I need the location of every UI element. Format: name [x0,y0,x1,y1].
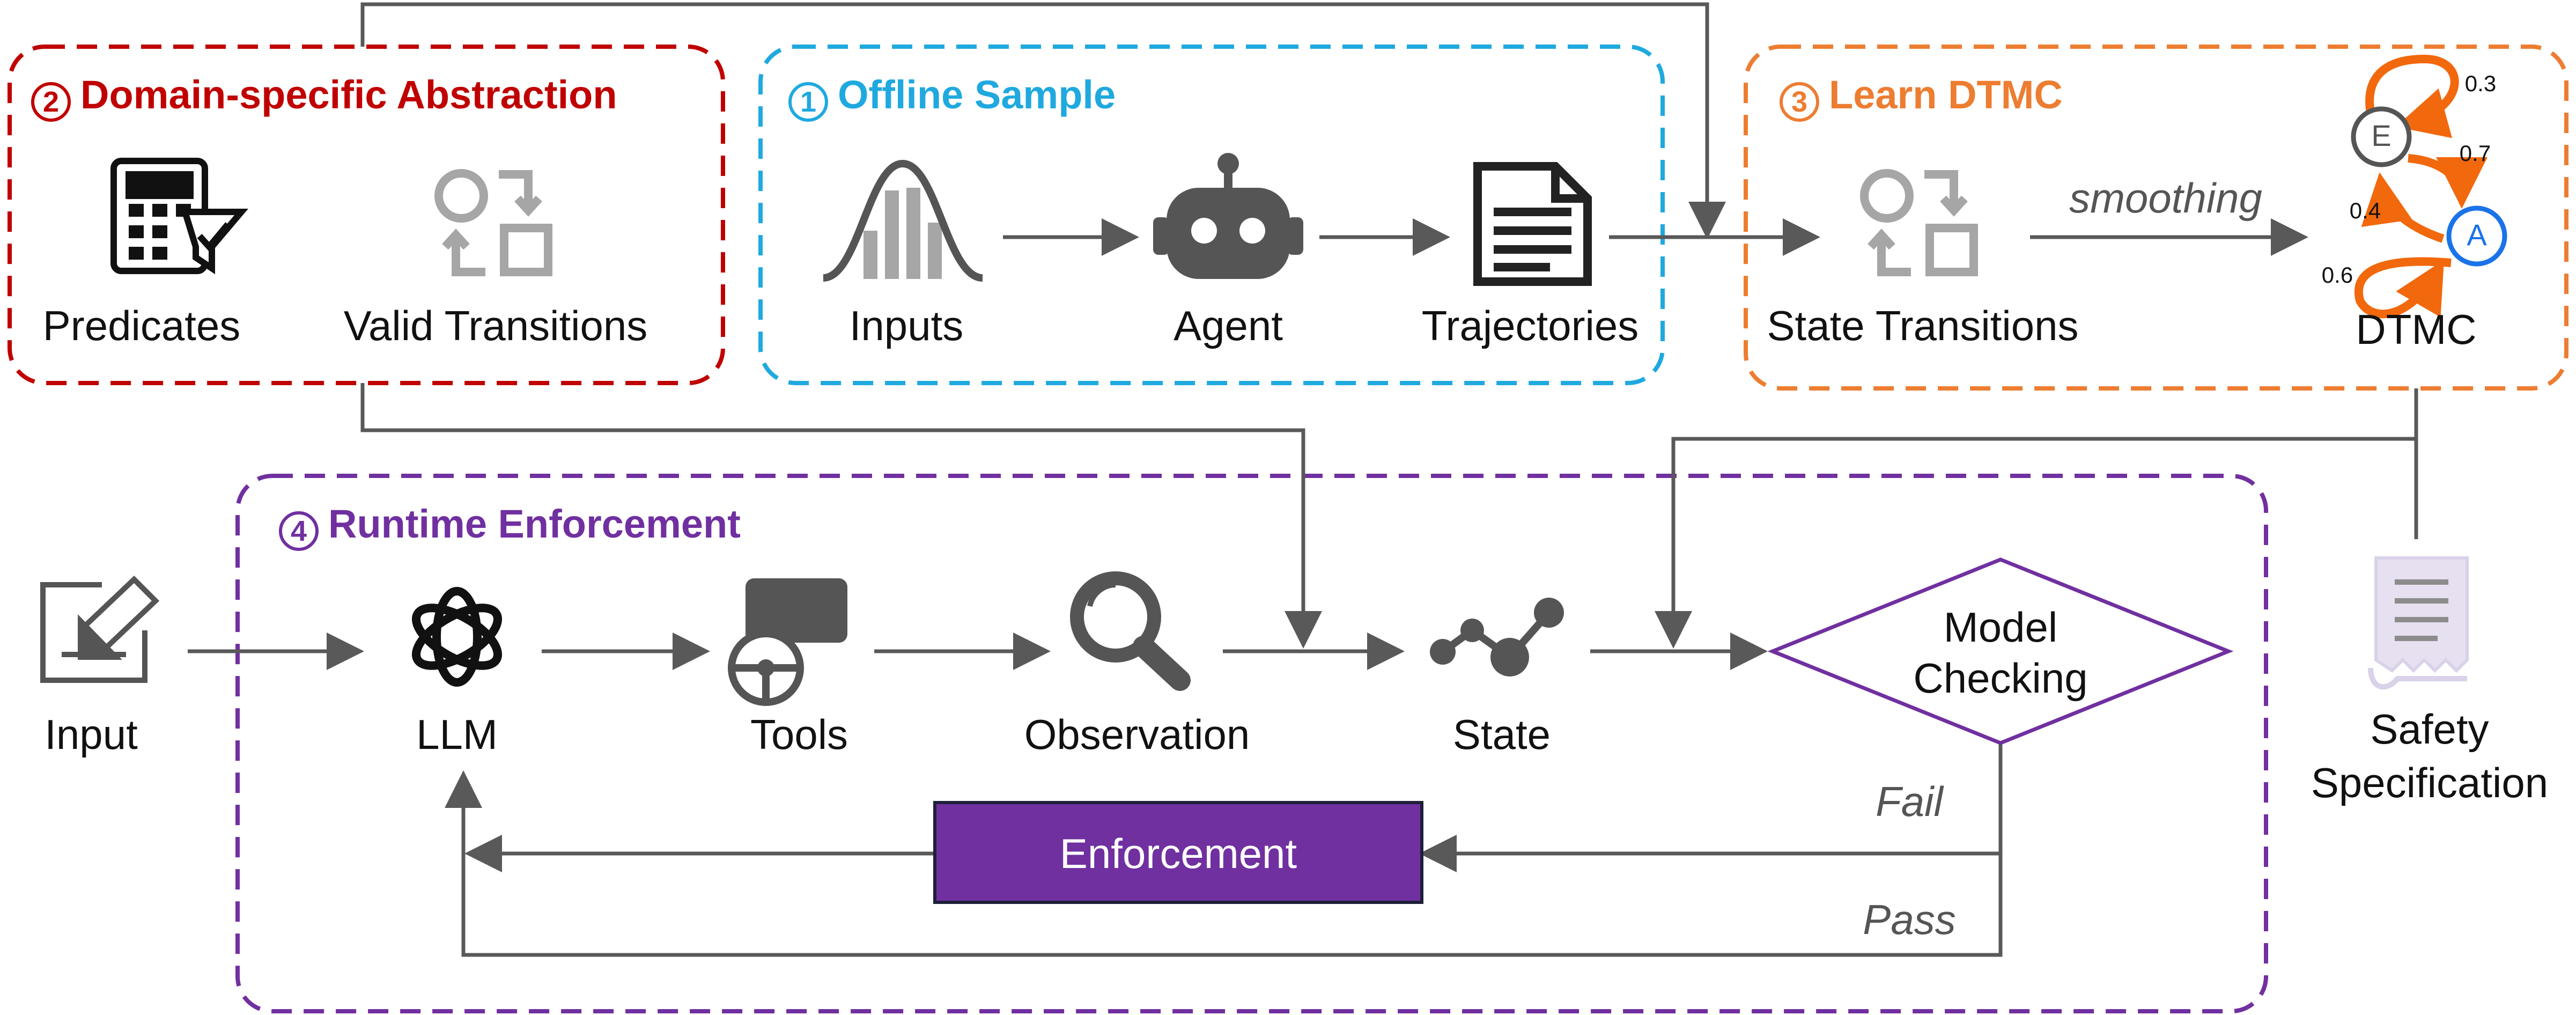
runtime-number: 4 [279,511,319,551]
transition-icon [1860,169,1978,276]
prob-ea-label: 0.7 [2459,141,2491,166]
dtmc-node-a-label: A [2467,218,2487,252]
agent-label: Agent [1173,302,1283,349]
openai-logo-icon [411,587,503,687]
dtmc-node-e-label: E [2371,119,2392,152]
model-checking-diamond [1767,557,2234,745]
abstraction-to-learn-connector [360,2,1726,239]
offline-sample-box [758,45,1665,385]
abstraction-title-text: Domain-specific Abstraction [80,72,617,117]
enforcement-label: Enforcement [1059,830,1297,877]
observation-label: Observation [1024,711,1250,758]
input-tray-icon [40,576,160,683]
trajectories-label: Trajectories [1421,302,1639,349]
input-label: Input [45,711,138,758]
abstraction-to-state-connector [360,383,1322,649]
receipt-icon [2368,556,2469,690]
document-icon [1473,162,1592,286]
runtime-box [235,474,2268,1013]
predicates-label: Predicates [42,302,241,349]
state-label: State [1452,711,1551,758]
state-graph-icon [1430,598,1564,676]
robot-icon [1153,153,1303,279]
prob-aa-label: 0.6 [2321,262,2353,288]
prob-ae-label: 0.4 [2349,198,2381,223]
bell-curve-icon [822,159,983,282]
learn-title-text: Learn DTMC [1829,72,2063,117]
prob-ee-label: 0.3 [2464,71,2497,96]
dtmc-to-model-checking-connector [1655,388,2418,649]
magnifier-icon [1070,571,1191,691]
offline-title-text: Offline Sample [838,72,1116,117]
runtime-title-text: Runtime Enforcement [328,502,741,546]
pass-label: Pass [1863,896,1956,943]
smoothing-label: smoothing [2069,174,2262,222]
dtmc-node-a [2446,205,2507,267]
abstraction-number: 2 [31,82,71,122]
model-checking-line2: Checking [1913,654,2088,702]
state-transitions-label: State Transitions [1767,302,2079,349]
calculator-icon [110,158,248,275]
offline-number: 1 [788,82,828,122]
learn-number: 3 [1780,82,1819,122]
dtmc-graph [2351,54,2507,319]
learn-dtmc-box [1744,45,2568,391]
safety-label-line2: Specification [2311,759,2549,806]
llm-label: LLM [416,711,498,758]
steering-wheel-icon [728,578,847,706]
inputs-label: Inputs [849,302,964,349]
pass-path-arrow [445,770,2003,957]
model-checking-line1: Model [1943,604,2058,651]
enforcement-box [933,801,1423,904]
fail-label: Fail [1876,778,1943,825]
safety-label-line1: Safety [2370,705,2489,753]
tools-label: Tools [750,711,848,758]
dtmc-label: DTMC [2356,306,2477,353]
abstraction-box [8,45,725,385]
transition-icon [434,169,552,276]
valid-transitions-label: Valid Transitions [343,302,648,349]
dtmc-node-e [2351,106,2412,167]
